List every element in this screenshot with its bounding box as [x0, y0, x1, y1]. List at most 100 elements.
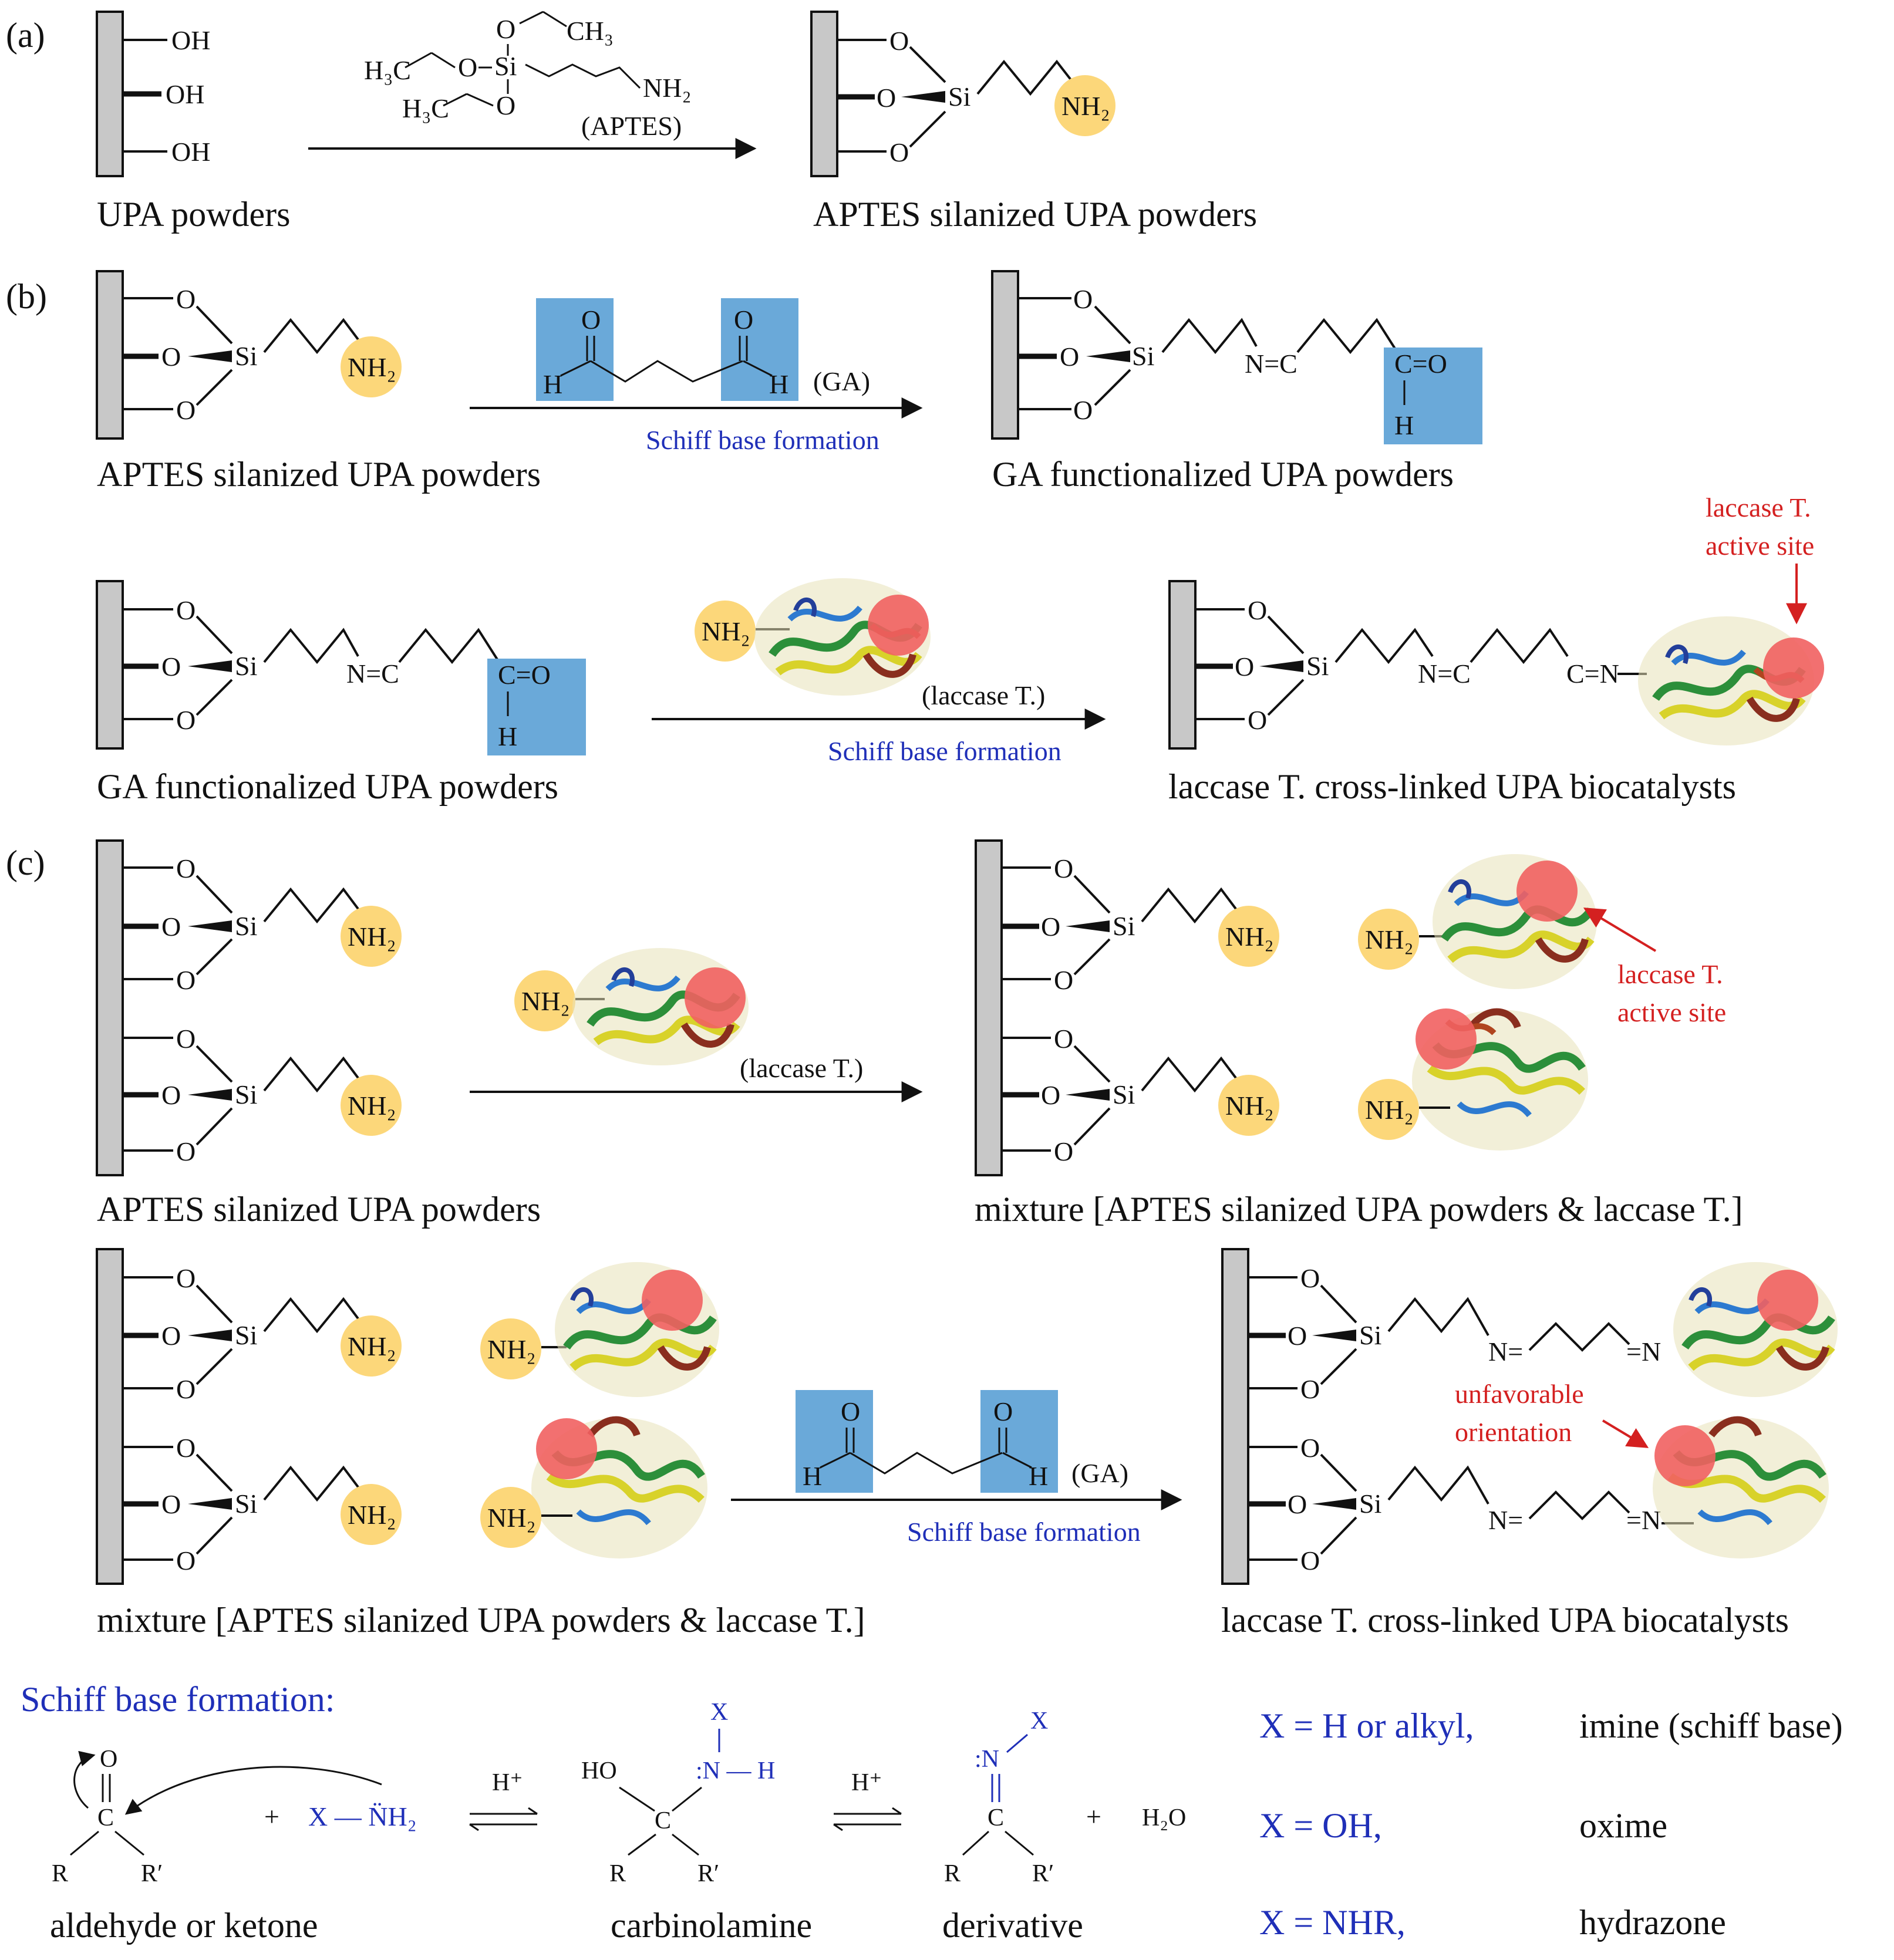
- oxygen-atom: O: [176, 1374, 196, 1404]
- amine-circle: [480, 1318, 541, 1379]
- oxygen-atom: O: [161, 652, 181, 682]
- mechanism-title: Schiff base formation:: [21, 1680, 335, 1719]
- oxygen-atom: O: [1054, 1136, 1073, 1166]
- oxygen-atom: O: [176, 1024, 196, 1054]
- r-prime-group: R′: [697, 1860, 719, 1887]
- x-substituent: X: [1030, 1708, 1048, 1735]
- h-plus: H⁺: [492, 1769, 523, 1796]
- active-site: [868, 595, 929, 656]
- oxygen-atom: O: [889, 26, 909, 56]
- aldehyde-box: [536, 298, 614, 401]
- schiff-base-label: Schiff base formation: [907, 1517, 1141, 1547]
- central-carbon: C: [988, 1804, 1004, 1831]
- amine-label: NH₂: [348, 1331, 396, 1361]
- legend-x-value: X = NHR,: [1259, 1903, 1406, 1942]
- imine-bond: N=C: [346, 659, 399, 689]
- caption-aptes-silanized: APTES silanized UPA powders: [97, 1190, 541, 1229]
- oxygen-atom: O: [176, 1136, 196, 1166]
- active-site: [685, 967, 746, 1028]
- caption-aptes-silanized: APTES silanized UPA powders: [97, 455, 541, 494]
- panel-a-label: (a): [6, 16, 45, 55]
- amine-label: NH₂: [348, 1091, 396, 1121]
- caption-ga-functionalized: GA functionalized UPA powders: [97, 767, 558, 806]
- r-group: R: [609, 1860, 626, 1887]
- legend-x-value: X = H or alkyl,: [1259, 1706, 1474, 1745]
- panel-c-label: (c): [6, 844, 45, 882]
- amine-circle: [695, 601, 756, 662]
- aldehyde-label: aldehyde or ketone: [50, 1906, 318, 1945]
- aldehyde-box: [796, 1390, 873, 1493]
- schiff-base-label: Schiff base formation: [646, 425, 879, 455]
- oxygen-atom: O: [176, 1263, 196, 1293]
- derivative-legend: X = H or alkyl, imine (schiff base) X = …: [1259, 1706, 1843, 1942]
- aldehyde-oxygen: O: [993, 1396, 1013, 1426]
- amine-label: NH₂: [487, 1334, 535, 1364]
- aptes-si: Si: [494, 51, 517, 81]
- laccase-label: (laccase T.): [922, 680, 1045, 710]
- imine-bond: =N: [1626, 1337, 1661, 1367]
- active-site: [1516, 861, 1578, 922]
- carbinolamine-label: carbinolamine: [611, 1906, 812, 1945]
- amine-label: NH₂: [1225, 1091, 1273, 1121]
- amine-nh: :N — H: [696, 1757, 775, 1784]
- r-group: R: [944, 1860, 961, 1887]
- active-site-label: active site: [1706, 531, 1814, 561]
- silicon-atom: Si: [235, 1320, 257, 1350]
- ga-label: (GA): [813, 366, 870, 396]
- oxygen-atom: O: [1300, 1546, 1320, 1576]
- caption-aptes-silanized: APTES silanized UPA powders: [813, 195, 1257, 234]
- oxygen-atom: O: [161, 342, 181, 372]
- amine-label: NH₂: [521, 986, 569, 1016]
- oxygen-atom: O: [1054, 965, 1073, 995]
- unfavorable-label: orientation: [1455, 1417, 1572, 1447]
- amine-reagent: X — N̈H₂: [308, 1802, 417, 1831]
- amine-label: NH₂: [1061, 91, 1110, 121]
- aldehyde-h: H: [498, 721, 517, 751]
- aptes-silanized-surface: O O O Si NH₂ O O O Si NH₂: [96, 839, 402, 1176]
- silicon-atom: Si: [948, 82, 970, 112]
- oxygen-atom: O: [1073, 395, 1093, 425]
- amine-circle: [1358, 1079, 1419, 1140]
- amine-label: NH₂: [1365, 925, 1413, 954]
- oxygen-atom: O: [161, 1080, 181, 1110]
- caption-ga-functionalized: GA functionalized UPA powders: [992, 455, 1454, 494]
- laccase-crosslinked-unfavorable: O O O Si N= =N O O O Si N= =N: [1221, 1248, 1838, 1585]
- silicon-atom: Si: [1359, 1489, 1381, 1519]
- r-prime-group: R′: [1032, 1860, 1054, 1887]
- panel-b-label: (b): [6, 277, 47, 316]
- caption-mixture: mixture [APTES silanized UPA powders & l…: [975, 1190, 1743, 1229]
- oxygen-atom: O: [176, 1546, 196, 1576]
- aptes-structure: O CH₃ H₃C O Si NH₂ H₃C O (APTES): [364, 11, 691, 141]
- equilibrium-arrow: H⁺: [469, 1769, 538, 1831]
- aldehyde-h: H: [1394, 410, 1414, 440]
- silicon-atom: Si: [235, 1489, 257, 1519]
- amine-label: NH₂: [487, 1503, 535, 1533]
- imine-bond: =N: [1626, 1505, 1661, 1535]
- aldehyde-box: [487, 659, 586, 755]
- oxygen-atom: O: [1054, 854, 1073, 883]
- silicon-atom: Si: [1113, 911, 1135, 941]
- aptes-o-top: O: [496, 14, 515, 44]
- oxygen-atom: O: [1060, 342, 1079, 372]
- amine-label: NH₂: [348, 922, 396, 952]
- glutaraldehyde-structure: O H O H (GA): [536, 298, 870, 401]
- mixture-surface: O O O Si NH₂ O O O Si NH₂ NH₂: [96, 1248, 719, 1585]
- silicon-atom: Si: [1306, 651, 1329, 681]
- mixture-product: O O O Si NH₂ O O O Si NH₂ NH₂: [975, 839, 1726, 1176]
- oxygen-atom: O: [161, 912, 181, 942]
- h-plus: H⁺: [851, 1769, 882, 1796]
- oxygen-atom: O: [1248, 705, 1267, 735]
- aldehyde-h: H: [543, 369, 562, 399]
- silicon-atom: Si: [235, 1079, 257, 1109]
- active-site-label: active site: [1617, 997, 1726, 1027]
- active-site: [536, 1418, 597, 1479]
- aptes-o-bottom: O: [496, 90, 515, 120]
- ga-functionalized-product: O O O Si N=C C=O H: [991, 270, 1482, 444]
- unfavorable-label: unfavorable: [1455, 1379, 1584, 1409]
- amine-circle: [341, 1075, 402, 1136]
- x-substituent: X: [710, 1699, 728, 1726]
- glutaraldehyde-structure: O H O H (GA): [796, 1390, 1128, 1493]
- ga-functionalized-surface: O O O Si N=C C=O H: [96, 580, 586, 755]
- amine-circle: [341, 1315, 402, 1377]
- active-site-label: laccase T.: [1617, 959, 1723, 989]
